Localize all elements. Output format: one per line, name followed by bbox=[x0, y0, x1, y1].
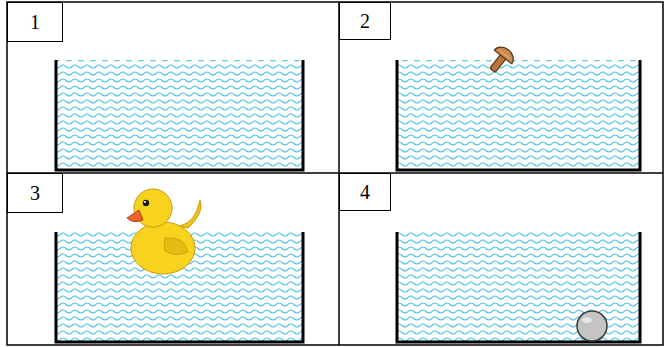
water bbox=[398, 232, 639, 341]
panel-number-box: 3 bbox=[7, 173, 63, 213]
metal-ball bbox=[577, 311, 607, 341]
water bbox=[57, 60, 302, 170]
panel-divider bbox=[7, 172, 663, 174]
panel-number-box: 1 bbox=[7, 2, 63, 42]
panel-number: 4 bbox=[360, 182, 370, 202]
water bbox=[57, 232, 302, 341]
rubber-duck bbox=[127, 189, 201, 274]
panel-number-box: 4 bbox=[339, 173, 391, 211]
panel-frame bbox=[7, 2, 663, 345]
tank-wall bbox=[397, 232, 640, 342]
panel-number: 3 bbox=[30, 183, 40, 203]
panel-number-box: 2 bbox=[339, 2, 391, 40]
water bbox=[398, 60, 639, 170]
tank-wall bbox=[56, 232, 303, 342]
metal-ball bbox=[582, 317, 592, 323]
tank-wall bbox=[56, 60, 303, 170]
panel-number: 1 bbox=[30, 12, 40, 32]
wooden-peg bbox=[484, 43, 517, 77]
panel-number: 2 bbox=[360, 11, 370, 31]
tank-wall bbox=[397, 60, 640, 170]
